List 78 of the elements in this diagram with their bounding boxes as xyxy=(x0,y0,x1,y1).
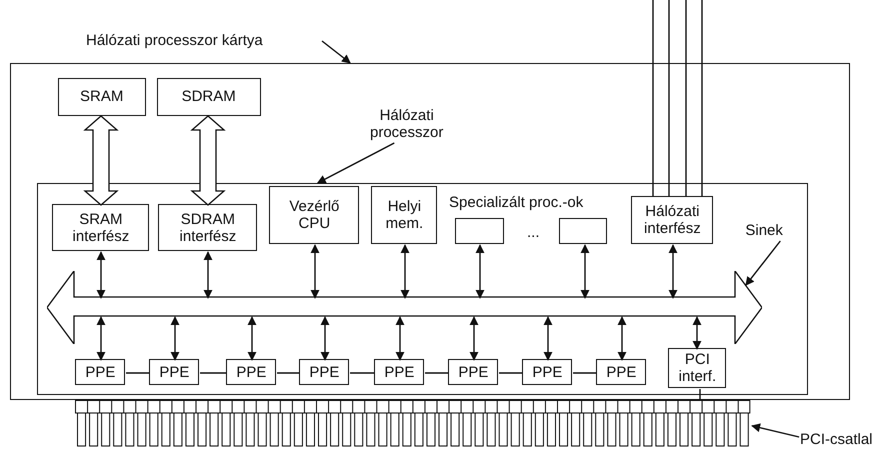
callout-label: Hálózati processzor xyxy=(369,106,444,141)
leader-line xyxy=(322,40,351,64)
ppe-box xyxy=(75,359,126,386)
bus-arrow xyxy=(47,271,762,344)
hollow-arrow xyxy=(83,115,119,206)
ppe-box xyxy=(596,359,646,386)
processor-outline xyxy=(36,182,808,395)
arrow xyxy=(692,316,702,350)
box-label: SRAM interfész xyxy=(72,210,130,245)
card-outline xyxy=(10,63,850,400)
group-heading: Specializált proc.-ok xyxy=(449,194,584,211)
box-label: PPE xyxy=(606,364,636,381)
ppe-box xyxy=(299,359,350,386)
arrow xyxy=(310,244,320,299)
leader-line xyxy=(745,240,781,286)
arrow xyxy=(668,244,678,299)
arrow xyxy=(476,244,484,299)
connection-line xyxy=(277,372,300,374)
connection-line xyxy=(126,372,150,374)
box-label: PPE xyxy=(236,364,266,381)
arrow xyxy=(580,244,590,299)
box-label: PCI interf. xyxy=(678,351,718,386)
connection-line xyxy=(499,372,523,374)
hollow-arrow xyxy=(190,115,226,206)
processor-box xyxy=(559,218,608,244)
connection-line xyxy=(425,372,449,374)
arrow xyxy=(320,316,330,361)
box-label: PPE xyxy=(532,364,562,381)
box-label: SDRAM xyxy=(182,88,236,106)
box-label: Hálózati interfész xyxy=(643,203,702,238)
network-line xyxy=(668,0,670,197)
memory-box xyxy=(58,78,146,116)
callout-label: Hálózati processzor kártya xyxy=(86,32,263,48)
ppe-box xyxy=(149,359,200,386)
box-label: Vezérlő CPU xyxy=(288,198,340,232)
ppe-box xyxy=(374,359,424,386)
interface-box xyxy=(631,196,714,244)
connection-line xyxy=(699,389,701,400)
callout-label: Sinek xyxy=(745,222,783,239)
connection-line xyxy=(350,372,375,374)
leader-line xyxy=(751,423,800,438)
network-line xyxy=(701,0,703,197)
arrow xyxy=(170,316,180,361)
cpu-box xyxy=(269,186,360,244)
box-label: PPE xyxy=(458,364,488,381)
arrow xyxy=(248,316,256,361)
ellipsis: ... xyxy=(527,224,540,241)
arrow xyxy=(204,251,212,299)
interface-box xyxy=(158,204,258,252)
leader-line xyxy=(316,142,395,184)
box-label: SDRAM interfész xyxy=(178,210,238,245)
ppe-box xyxy=(448,359,498,386)
box-label: PPE xyxy=(159,364,190,381)
processor-box xyxy=(455,218,504,244)
arrow xyxy=(96,251,106,299)
network-line xyxy=(685,0,687,197)
box-label: PPE xyxy=(384,364,414,381)
box-label: Helyi mem. xyxy=(384,198,424,232)
connection-line xyxy=(573,372,597,374)
memory-box xyxy=(156,78,261,116)
box-label: PPE xyxy=(309,364,340,381)
arrow xyxy=(470,316,478,361)
ppe-box xyxy=(226,359,276,386)
callout-label: PCI-csatlal xyxy=(800,430,873,448)
connection-line xyxy=(200,372,227,374)
arrow xyxy=(96,316,106,361)
ppe-box xyxy=(522,359,572,386)
network-line xyxy=(652,0,654,197)
box-label: SRAM xyxy=(80,88,124,106)
arrow xyxy=(544,316,552,361)
pci-interface-box xyxy=(668,348,726,388)
interface-box xyxy=(52,204,150,252)
arrow xyxy=(618,316,626,361)
arrow xyxy=(396,316,404,361)
arrow xyxy=(400,244,410,299)
box-label: PPE xyxy=(85,364,116,381)
pci-connector-drawing xyxy=(75,400,752,447)
memory-box xyxy=(371,186,438,244)
